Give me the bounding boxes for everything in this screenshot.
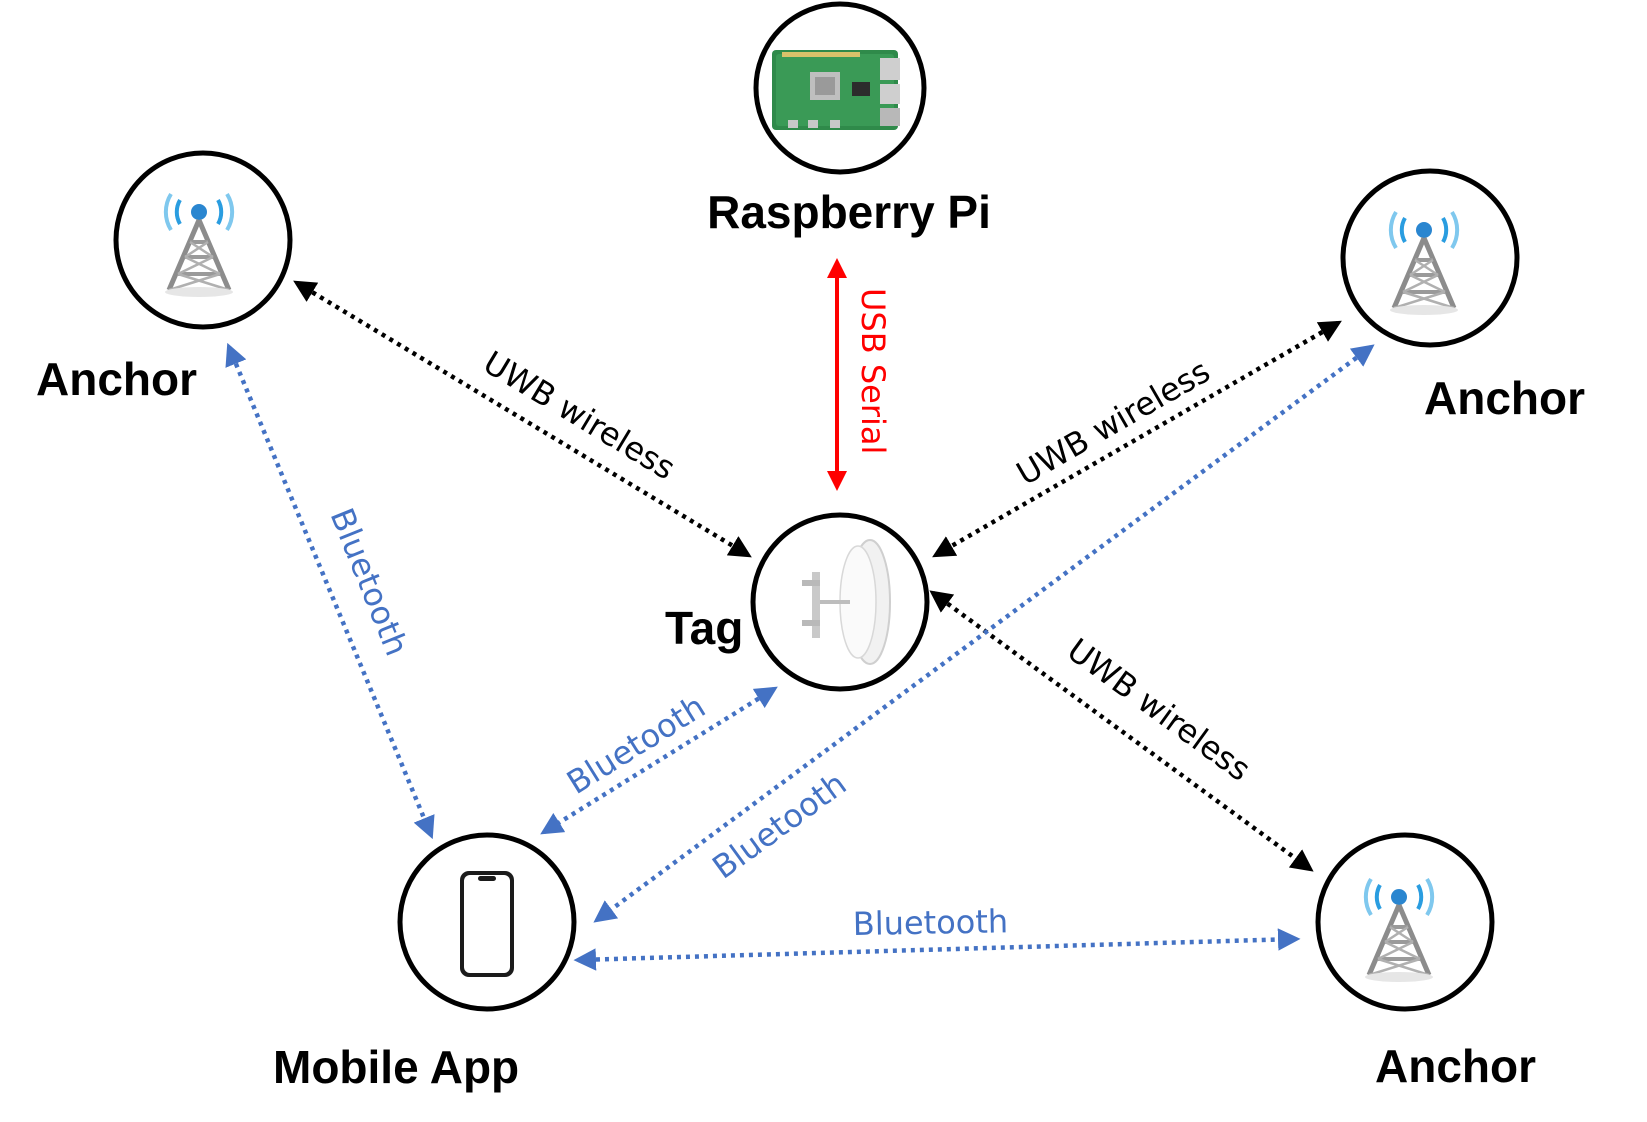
bluetooth-link-mobile-anchor-bottom [573, 928, 1301, 971]
uwb-label-anchor-right: UWB wireless [1010, 352, 1216, 493]
uwb-link-anchor-left [293, 280, 752, 558]
uwb-link-anchor-bottom [929, 590, 1314, 872]
anchor-bottom-node [1315, 832, 1495, 1012]
dish-antenna-icon [802, 539, 891, 665]
smartphone-icon [460, 871, 514, 977]
anchor-left-label: Anchor [36, 353, 197, 405]
bluetooth-label-mobile-anchor-bottom: Bluetooth [852, 902, 1008, 943]
uwb-label-anchor-left: UWB wireless [477, 343, 682, 487]
raspberry-pi-node [753, 1, 927, 175]
links-layer [225, 258, 1375, 971]
anchor-right-node [1340, 168, 1520, 348]
usb-serial-label: USB Serial [854, 288, 892, 454]
tag-label: Tag [665, 602, 743, 654]
tag-node [750, 512, 930, 692]
bluetooth-label-tag-mobile: Bluetooth [560, 687, 712, 802]
bluetooth-link-anchor-left-mobile [225, 342, 435, 840]
raspberry-pi-label: Raspberry Pi [707, 186, 991, 238]
mobile-app-node [397, 832, 577, 1012]
raspberry-pi-board-icon [772, 50, 900, 130]
anchor-bottom-label: Anchor [1375, 1040, 1536, 1092]
bluetooth-label-anchor-left-mobile: Bluetooth [323, 503, 416, 661]
bluetooth-link-anchor-right-mobile [593, 344, 1375, 923]
anchor-right-label: Anchor [1424, 372, 1585, 424]
mobile-app-label: Mobile App [273, 1041, 519, 1093]
anchor-left-node [113, 150, 293, 330]
uwb-label-anchor-bottom: UWB wireless [1060, 631, 1257, 789]
